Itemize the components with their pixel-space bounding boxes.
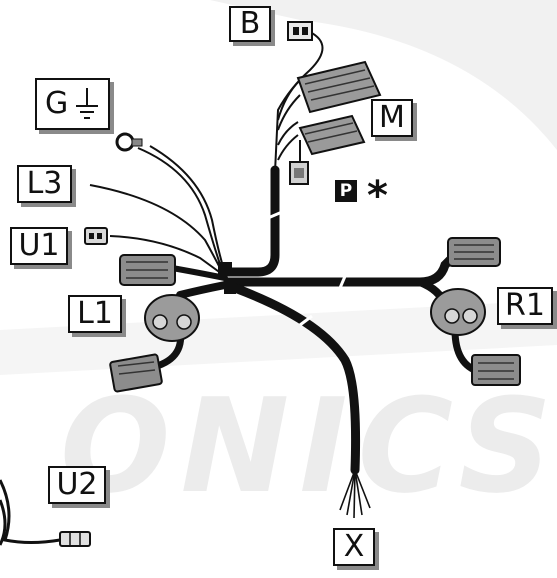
trunk-to-x-cable (230, 283, 361, 475)
x-wire-end-5 (354, 469, 371, 509)
asterisk-symbol: * (367, 173, 388, 219)
trunk-to-l1-cable (176, 281, 229, 299)
break-mark-right (338, 273, 348, 289)
p-connector-icon (289, 161, 309, 185)
b-connector-icon (287, 21, 313, 41)
trunk-vertical-cable (223, 165, 280, 277)
x-wire-ends (339, 469, 371, 519)
label-u1: U1 (10, 227, 68, 265)
m-connector-lower-icon (298, 114, 366, 156)
ring-terminal-icon (115, 132, 143, 152)
l1-grommet-icon (144, 294, 200, 342)
x-wire-end-4 (354, 469, 363, 516)
break-mark-diagonal (299, 314, 313, 327)
u2-cable-2 (0, 499, 7, 546)
l1-bottom-connector-icon (109, 353, 163, 393)
m-connector-upper-icon (296, 60, 382, 114)
label-u2: U2 (48, 466, 106, 504)
label-g: G (35, 78, 110, 130)
r1-bottom-connector-icon (471, 354, 521, 386)
u1-wire (109, 235, 223, 275)
u2-cable (0, 479, 61, 544)
watermark-text: ONICS (60, 370, 557, 522)
m-connector-wires (277, 79, 301, 161)
ground-symbol-icon (76, 88, 99, 119)
ground-ring-wire-2 (149, 145, 225, 271)
label-g-text: G (45, 86, 69, 121)
background-swoosh (210, 0, 557, 150)
r1-top-connector-icon (447, 237, 501, 267)
r1-grommet-icon (430, 288, 486, 336)
break-mark-vertical (267, 210, 283, 220)
l1-top-connector-icon (119, 254, 176, 286)
l3-wire (89, 184, 223, 273)
x-wire-end-1 (339, 469, 356, 511)
junction-clip-upper (218, 262, 232, 276)
x-wire-end-3 (353, 469, 356, 519)
b-connector-wire (274, 31, 324, 173)
cable-break-marks (267, 210, 348, 327)
label-l1: L1 (68, 295, 122, 333)
label-b: B (229, 6, 271, 42)
label-m: M (371, 99, 413, 137)
label-x: X (333, 528, 375, 566)
u2-plug-icon (59, 531, 91, 547)
thin-wires (0, 31, 324, 546)
junction-clip-lower (224, 280, 236, 294)
ground-ring-wire (137, 147, 223, 271)
u1-connector-icon (84, 227, 108, 245)
x-wire-end-2 (346, 469, 356, 516)
label-l3: L3 (17, 165, 72, 203)
label-p: P (335, 180, 357, 202)
label-r1: R1 (497, 287, 553, 325)
junction-clamp (218, 262, 236, 294)
